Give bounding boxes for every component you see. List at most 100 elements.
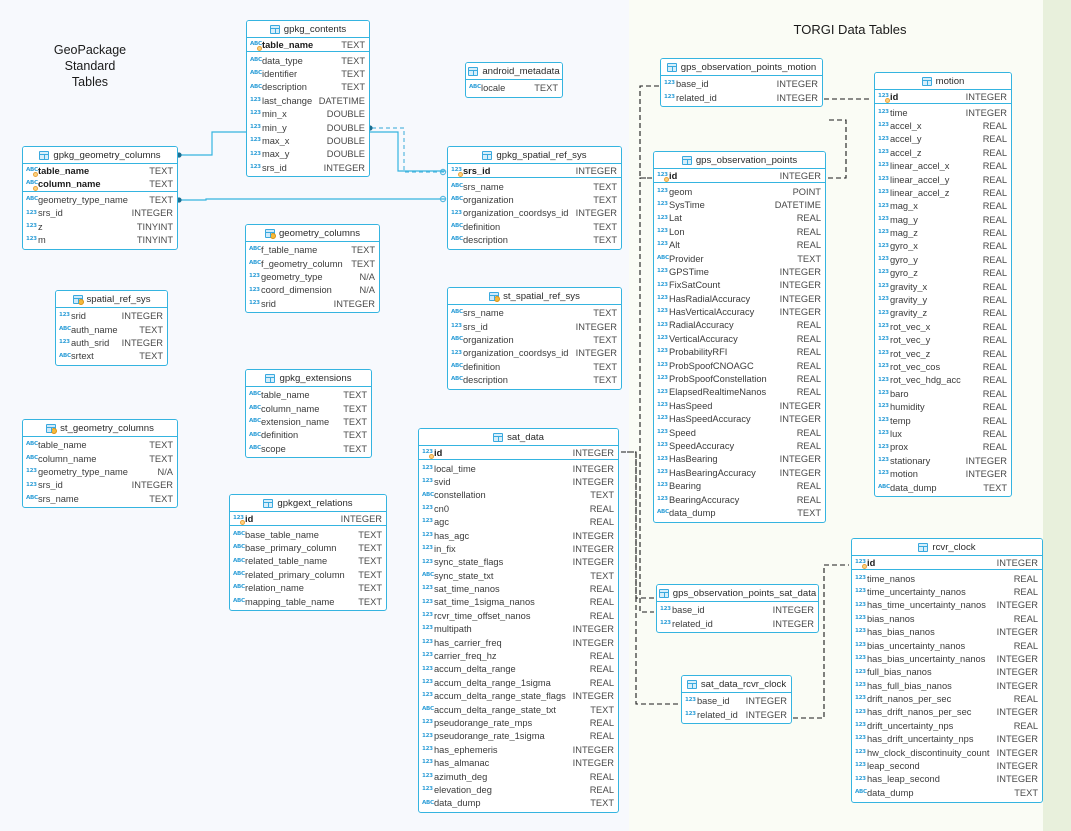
- column-row-mapping_table_name[interactable]: ABCmapping_table_nameTEXT: [230, 595, 386, 608]
- entity-table-gpkg_extensions[interactable]: gpkg_extensionsABCtable_nameTEXTABCcolum…: [245, 369, 372, 459]
- column-row-data_dump[interactable]: ABCdata_dumpTEXT: [654, 506, 825, 519]
- column-row-constellation[interactable]: ABCconstellationTEXT: [419, 489, 618, 502]
- primary-key-row-table_name[interactable]: ABCtable_nameTEXT: [247, 38, 369, 51]
- column-row-hw_clock_discontinuity_count[interactable]: 123hw_clock_discontinuity_countINTEGER: [852, 746, 1042, 759]
- column-row-z[interactable]: 123zTINYINT: [23, 220, 177, 233]
- column-row-rot_vec_y[interactable]: 123rot_vec_yREAL: [875, 334, 1011, 347]
- column-row-extension_name[interactable]: ABCextension_nameTEXT: [246, 415, 371, 428]
- column-row-organization_coordsys_id[interactable]: 123organization_coordsys_idINTEGER: [448, 207, 621, 220]
- column-row-max_y[interactable]: 123max_yDOUBLE: [247, 148, 369, 161]
- column-row-has_bias_nanos[interactable]: 123has_bias_nanosINTEGER: [852, 625, 1042, 638]
- column-row-carrier_freq_hz[interactable]: 123carrier_freq_hzREAL: [419, 649, 618, 662]
- column-row-data_dump[interactable]: ABCdata_dumpTEXT: [419, 797, 618, 810]
- column-row-accum_delta_range_1sigma[interactable]: 123accum_delta_range_1sigmaREAL: [419, 676, 618, 689]
- column-row-srtext[interactable]: ABCsrtextTEXT: [56, 350, 167, 363]
- column-row-data_dump[interactable]: ABCdata_dumpTEXT: [852, 786, 1042, 799]
- column-row-HasBearingAccuracy[interactable]: 123HasBearingAccuracyINTEGER: [654, 466, 825, 479]
- column-row-full_bias_nanos[interactable]: 123full_bias_nanosINTEGER: [852, 666, 1042, 679]
- column-row-ElapsedRealtimeNanos[interactable]: 123ElapsedRealtimeNanosREAL: [654, 386, 825, 399]
- primary-key-row-id[interactable]: 123idINTEGER: [875, 90, 1011, 103]
- column-row-FixSatCount[interactable]: 123FixSatCountINTEGER: [654, 279, 825, 292]
- column-row-data_type[interactable]: ABCdata_typeTEXT: [247, 54, 369, 67]
- column-row-leap_second[interactable]: 123leap_secondINTEGER: [852, 759, 1042, 772]
- column-row-accel_y[interactable]: 123accel_yREAL: [875, 133, 1011, 146]
- column-row-description[interactable]: ABCdescriptionTEXT: [247, 81, 369, 94]
- column-row-geom[interactable]: 123geomPOINT: [654, 185, 825, 198]
- primary-key-row-id[interactable]: 123idINTEGER: [230, 512, 386, 525]
- column-row-VerticalAccuracy[interactable]: 123VerticalAccuracyREAL: [654, 332, 825, 345]
- column-row-drift_nanos_per_sec[interactable]: 123drift_nanos_per_secREAL: [852, 692, 1042, 705]
- column-row-HasSpeed[interactable]: 123HasSpeedINTEGER: [654, 399, 825, 412]
- column-row-agc[interactable]: 123agcREAL: [419, 515, 618, 528]
- column-row-Lon[interactable]: 123LonREAL: [654, 225, 825, 238]
- column-row-bias_uncertainty_nanos[interactable]: 123bias_uncertainty_nanosREAL: [852, 639, 1042, 652]
- column-row-f_geometry_column[interactable]: ABCf_geometry_columnTEXT: [246, 257, 379, 270]
- column-row-svid[interactable]: 123svidINTEGER: [419, 475, 618, 488]
- column-row-HasVerticalAccuracy[interactable]: 123HasVerticalAccuracyINTEGER: [654, 305, 825, 318]
- column-row-temp[interactable]: 123tempREAL: [875, 414, 1011, 427]
- column-row-related_table_name[interactable]: ABCrelated_table_nameTEXT: [230, 555, 386, 568]
- column-row-SpeedAccuracy[interactable]: 123SpeedAccuracyREAL: [654, 439, 825, 452]
- column-row-srs_name[interactable]: ABCsrs_nameTEXT: [448, 307, 621, 320]
- column-row-rcvr_time_offset_nanos[interactable]: 123rcvr_time_offset_nanosREAL: [419, 609, 618, 622]
- column-row-column_name[interactable]: ABCcolumn_nameTEXT: [246, 402, 371, 415]
- entity-table-motion[interactable]: motion123idINTEGER123timeINTEGER123accel…: [874, 72, 1012, 498]
- entity-table-sat_data_rcvr_clock[interactable]: sat_data_rcvr_clock123base_idINTEGER123r…: [681, 675, 792, 725]
- column-row-definition[interactable]: ABCdefinitionTEXT: [246, 429, 371, 442]
- column-row-rot_vec_hdg_acc[interactable]: 123rot_vec_hdg_accREAL: [875, 374, 1011, 387]
- column-row-BearingAccuracy[interactable]: 123BearingAccuracyREAL: [654, 493, 825, 506]
- column-row-mag_y[interactable]: 123mag_yREAL: [875, 213, 1011, 226]
- column-row-ProbSpoofCNOAGC[interactable]: 123ProbSpoofCNOAGCREAL: [654, 359, 825, 372]
- column-row-lux[interactable]: 123luxREAL: [875, 427, 1011, 440]
- column-row-definition[interactable]: ABCdefinitionTEXT: [448, 220, 621, 233]
- column-row-geometry_type[interactable]: 123geometry_typeN/A: [246, 270, 379, 283]
- entity-table-rcvr_clock[interactable]: rcvr_clock123idINTEGER123time_nanosREAL1…: [851, 538, 1043, 803]
- column-row-gravity_z[interactable]: 123gravity_zREAL: [875, 307, 1011, 320]
- column-row-local_time[interactable]: 123local_timeINTEGER: [419, 462, 618, 475]
- primary-key-row-id[interactable]: 123idINTEGER: [852, 556, 1042, 569]
- column-row-motion[interactable]: 123motionINTEGER: [875, 467, 1011, 480]
- column-row-srs_name[interactable]: ABCsrs_nameTEXT: [23, 492, 177, 505]
- column-row-auth_srid[interactable]: 123auth_sridINTEGER: [56, 336, 167, 349]
- column-row-pseudorange_rate_1sigma[interactable]: 123pseudorange_rate_1sigmaREAL: [419, 730, 618, 743]
- column-row-description[interactable]: ABCdescriptionTEXT: [448, 233, 621, 246]
- column-row-Provider[interactable]: ABCProviderTEXT: [654, 252, 825, 265]
- column-row-HasSpeedAccuracy[interactable]: 123HasSpeedAccuracyINTEGER: [654, 413, 825, 426]
- column-row-has_leap_second[interactable]: 123has_leap_secondINTEGER: [852, 773, 1042, 786]
- column-row-accum_delta_range_state_flags[interactable]: 123accum_delta_range_state_flagsINTEGER: [419, 690, 618, 703]
- column-row-has_drift_nanos_per_sec[interactable]: 123has_drift_nanos_per_secINTEGER: [852, 706, 1042, 719]
- column-row-has_drift_uncertainty_nps[interactable]: 123has_drift_uncertainty_npsINTEGER: [852, 733, 1042, 746]
- entity-table-gpkgext_relations[interactable]: gpkgext_relations123idINTEGERABCbase_tab…: [229, 494, 387, 612]
- column-row-related_id[interactable]: 123related_idINTEGER: [657, 617, 818, 630]
- column-row-locale[interactable]: ABClocaleTEXT: [466, 82, 562, 95]
- column-row-GPSTime[interactable]: 123GPSTimeINTEGER: [654, 265, 825, 278]
- primary-key-row-id[interactable]: 123idINTEGER: [419, 446, 618, 459]
- primary-key-row-column_name[interactable]: ABCcolumn_nameTEXT: [23, 177, 177, 191]
- column-row-base_id[interactable]: 123base_idINTEGER: [661, 78, 822, 91]
- column-row-organization_coordsys_id[interactable]: 123organization_coordsys_idINTEGER: [448, 347, 621, 360]
- entity-table-spatial_ref_sys[interactable]: spatial_ref_sys123sridINTEGERABCauth_nam…: [55, 290, 168, 367]
- column-row-RadialAccuracy[interactable]: 123RadialAccuracyREAL: [654, 319, 825, 332]
- column-row-geometry_type_name[interactable]: ABCgeometry_type_nameTEXT: [23, 193, 177, 206]
- entity-table-gpkg_geometry_columns[interactable]: gpkg_geometry_columnsABCtable_nameTEXTAB…: [22, 146, 178, 250]
- column-row-identifier[interactable]: ABCidentifierTEXT: [247, 67, 369, 80]
- column-row-has_almanac[interactable]: 123has_almanacINTEGER: [419, 756, 618, 769]
- column-row-scope[interactable]: ABCscopeTEXT: [246, 442, 371, 455]
- primary-key-row-srs_id[interactable]: 123srs_idINTEGER: [448, 164, 621, 177]
- column-row-related_primary_column[interactable]: ABCrelated_primary_columnTEXT: [230, 568, 386, 581]
- column-row-multipath[interactable]: 123multipathINTEGER: [419, 623, 618, 636]
- column-row-baro[interactable]: 123baroREAL: [875, 387, 1011, 400]
- column-row-srs_name[interactable]: ABCsrs_nameTEXT: [448, 180, 621, 193]
- column-row-rot_vec_x[interactable]: 123rot_vec_xREAL: [875, 320, 1011, 333]
- column-row-azimuth_deg[interactable]: 123azimuth_degREAL: [419, 770, 618, 783]
- column-row-related_id[interactable]: 123related_idINTEGER: [661, 91, 822, 104]
- column-row-organization[interactable]: ABCorganizationTEXT: [448, 333, 621, 346]
- column-row-drift_uncertainty_nps[interactable]: 123drift_uncertainty_npsREAL: [852, 719, 1042, 732]
- column-row-humidity[interactable]: 123humidityREAL: [875, 400, 1011, 413]
- column-row-Bearing[interactable]: 123BearingREAL: [654, 479, 825, 492]
- column-row-mag_z[interactable]: 123mag_zREAL: [875, 226, 1011, 239]
- entity-table-gpkg_contents[interactable]: gpkg_contentsABCtable_nameTEXTABCdata_ty…: [246, 20, 370, 178]
- entity-table-gps_observation_points_motion[interactable]: gps_observation_points_motion123base_idI…: [660, 58, 823, 108]
- column-row-bias_nanos[interactable]: 123bias_nanosREAL: [852, 612, 1042, 625]
- column-row-min_x[interactable]: 123min_xDOUBLE: [247, 107, 369, 120]
